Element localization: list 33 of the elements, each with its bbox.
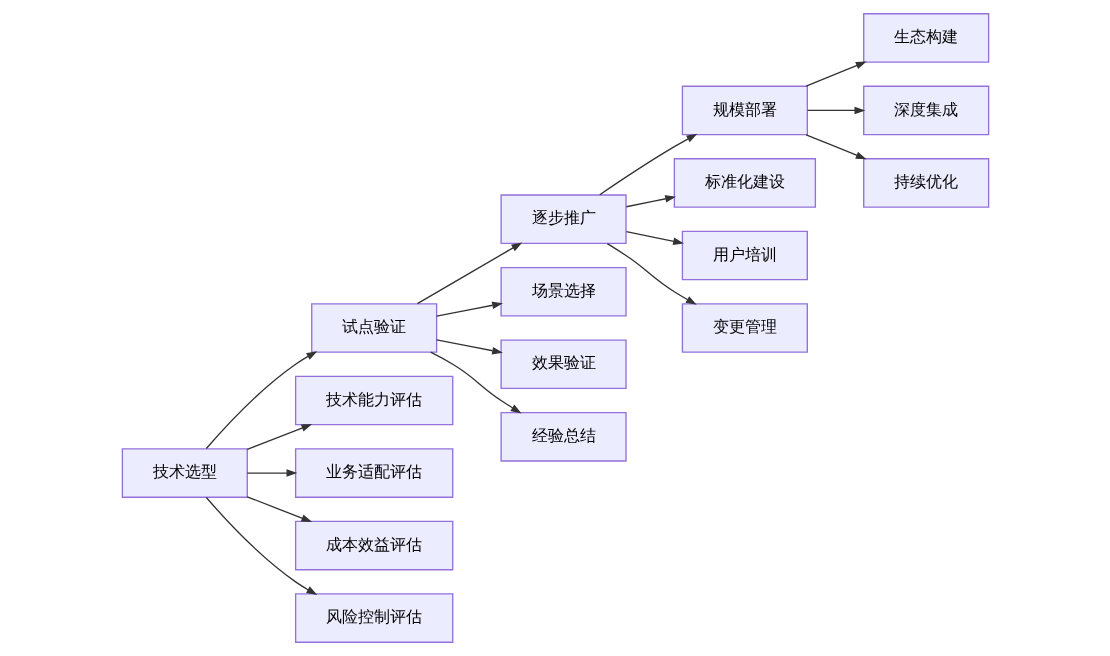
node-box: 成本效益评估 <box>294 520 453 571</box>
arrow <box>416 242 522 305</box>
node-box: 深度集成 <box>862 85 989 136</box>
node-box: 持续优化 <box>862 158 989 208</box>
arrow <box>625 231 684 245</box>
arrow <box>625 195 676 208</box>
node-box: 风险控制评估 <box>294 593 453 643</box>
node-box: 标准化建设 <box>673 158 816 208</box>
node-box: 生态构建 <box>862 13 989 63</box>
arrow <box>246 424 312 450</box>
arrow <box>435 301 503 317</box>
node-box: 试点验证 <box>310 303 437 353</box>
arrow <box>805 61 867 87</box>
node-box: 效果验证 <box>499 339 627 390</box>
arrow <box>606 242 697 305</box>
node-box: 规模部署 <box>681 85 808 136</box>
node-box: 技术能力评估 <box>294 375 453 426</box>
node-box: 技术选型 <box>121 448 248 498</box>
node-box: 用户培训 <box>681 230 808 281</box>
arrow <box>205 351 317 450</box>
arrow <box>435 339 503 355</box>
node-box: 变更管理 <box>681 303 808 353</box>
arrow <box>806 106 865 115</box>
arrow <box>246 496 312 522</box>
node-box: 业务适配评估 <box>294 448 453 498</box>
arrow <box>205 496 317 595</box>
node-box: 场景选择 <box>499 266 627 317</box>
arrow <box>246 469 297 477</box>
node-box: 逐步推广 <box>499 194 627 245</box>
arrow <box>429 351 521 414</box>
arrow <box>805 134 867 160</box>
node-box: 经验总结 <box>499 411 627 462</box>
arrow <box>598 133 697 196</box>
